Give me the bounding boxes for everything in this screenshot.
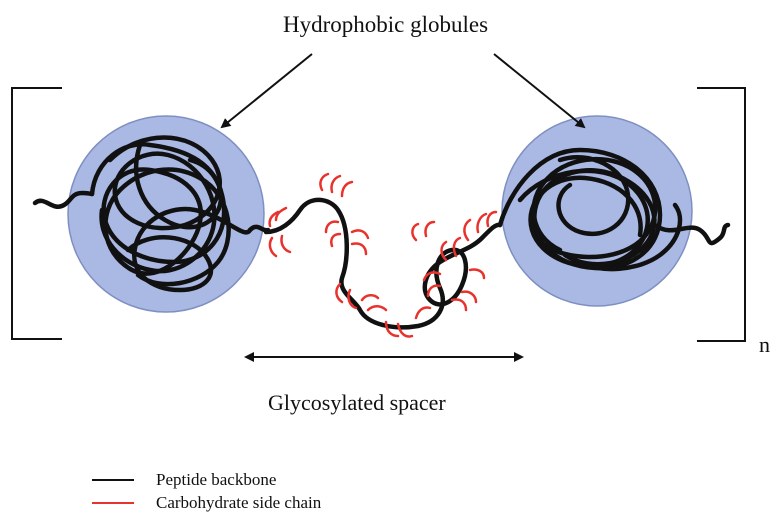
left-bracket: [12, 88, 62, 339]
right-bracket: [697, 88, 745, 341]
left-globule-arrow: [222, 54, 312, 127]
spacer-label: Glycosylated spacer: [268, 390, 446, 416]
legend-item-peptide: Peptide backbone: [92, 470, 276, 490]
right-globule-arrow: [494, 54, 584, 127]
legend-swatch-carbohydrate: [92, 502, 134, 504]
diagram-title: Hydrophobic globules: [0, 12, 771, 38]
legend-item-carbohydrate: Carbohydrate side chain: [92, 493, 321, 513]
legend-swatch-peptide: [92, 479, 134, 481]
repeat-count-label: n: [759, 332, 770, 358]
legend-label-carbohydrate: Carbohydrate side chain: [156, 493, 321, 513]
legend-label-peptide: Peptide backbone: [156, 470, 276, 490]
